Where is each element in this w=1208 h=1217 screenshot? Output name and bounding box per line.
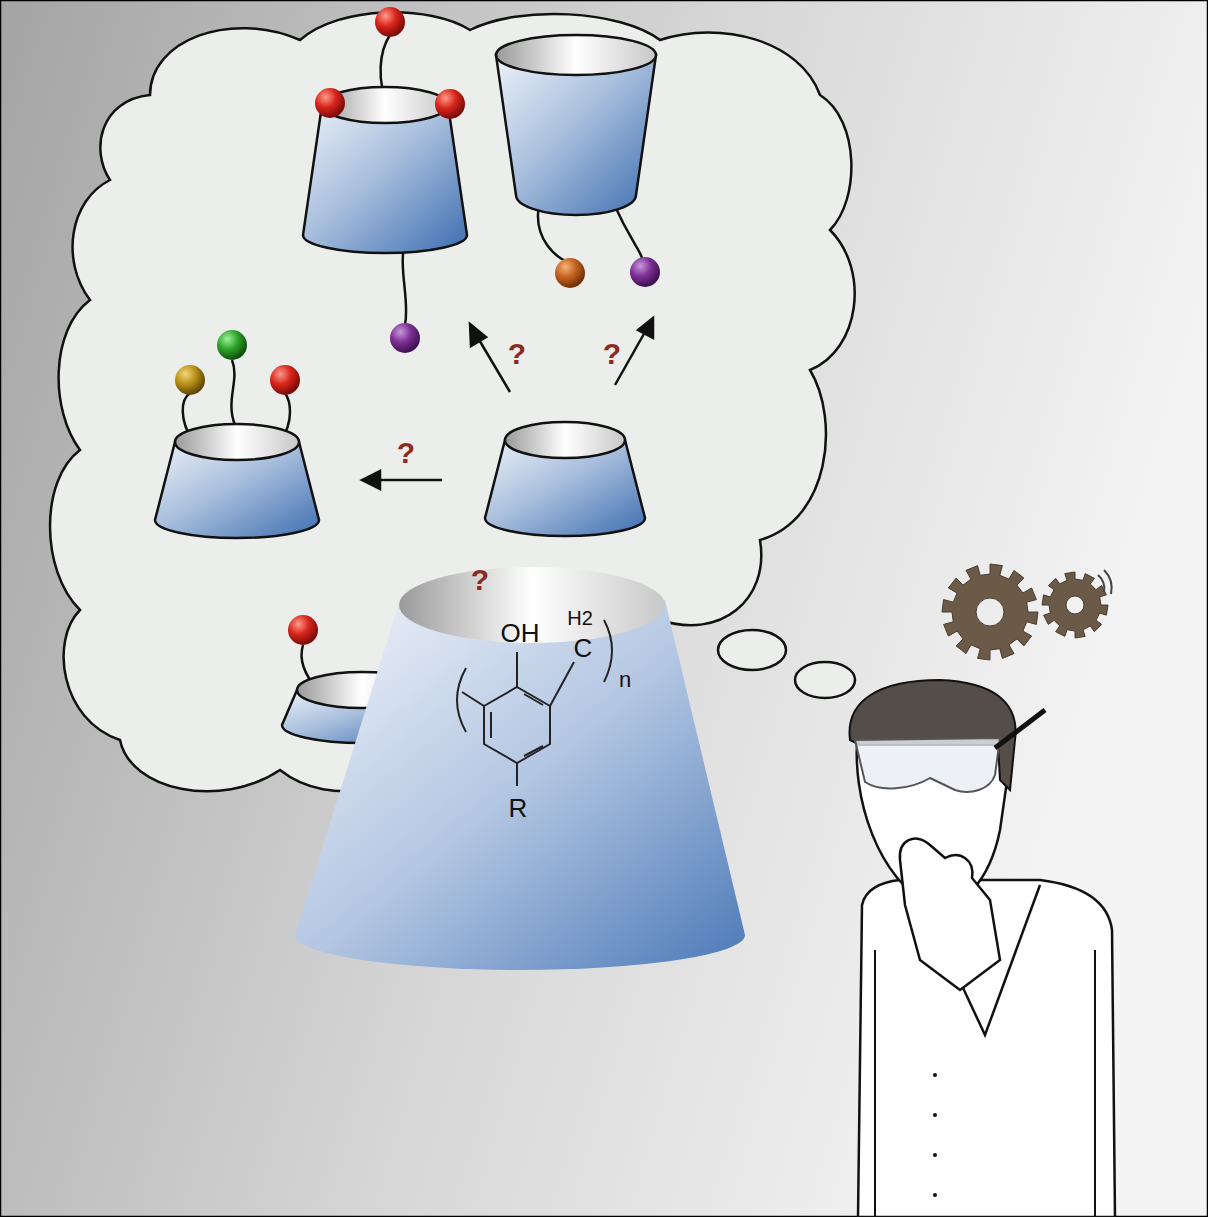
cone-opening bbox=[496, 35, 656, 75]
substituent-ball bbox=[555, 258, 585, 288]
question-mark: ? bbox=[508, 339, 526, 369]
question-mark: ? bbox=[397, 438, 415, 468]
coat-buttons bbox=[933, 1073, 937, 1197]
thought-bubble bbox=[718, 630, 786, 670]
motion-lines bbox=[1098, 570, 1112, 594]
gear-shape bbox=[1042, 572, 1108, 638]
substituent-ball bbox=[217, 330, 247, 360]
thought-bubble bbox=[795, 662, 855, 698]
hand-on-chin bbox=[900, 839, 1000, 990]
substituent-label: R bbox=[509, 795, 528, 821]
substituent-ball bbox=[288, 615, 318, 645]
hydroxyl-label: OH bbox=[501, 620, 540, 646]
repeat-index: n bbox=[619, 669, 631, 691]
substituent-ball bbox=[375, 7, 405, 37]
methylene-label: H2 bbox=[567, 608, 593, 628]
gear bbox=[1042, 572, 1108, 638]
substituent-ball bbox=[175, 365, 205, 395]
phenol-structure bbox=[457, 620, 612, 786]
question-mark: ? bbox=[471, 565, 489, 595]
substituent-ball bbox=[315, 88, 345, 118]
calixarene-cone bbox=[295, 600, 745, 970]
cone-opening bbox=[175, 424, 299, 460]
substituent-ball bbox=[270, 365, 300, 395]
carbon-label: C bbox=[574, 635, 593, 661]
safety-goggles bbox=[855, 738, 1000, 792]
cone-opening bbox=[505, 422, 625, 458]
gear-shape bbox=[942, 564, 1038, 660]
substituent-ball bbox=[390, 323, 420, 353]
question-mark: ? bbox=[603, 339, 621, 369]
linker bbox=[231, 360, 235, 425]
gear bbox=[942, 564, 1038, 660]
substituent-ball bbox=[435, 89, 465, 119]
goggle-strap bbox=[995, 710, 1045, 748]
cone-body bbox=[496, 55, 656, 215]
coat-seams bbox=[875, 950, 1095, 1217]
substituent-ball bbox=[630, 257, 660, 287]
cone-body bbox=[303, 105, 467, 253]
